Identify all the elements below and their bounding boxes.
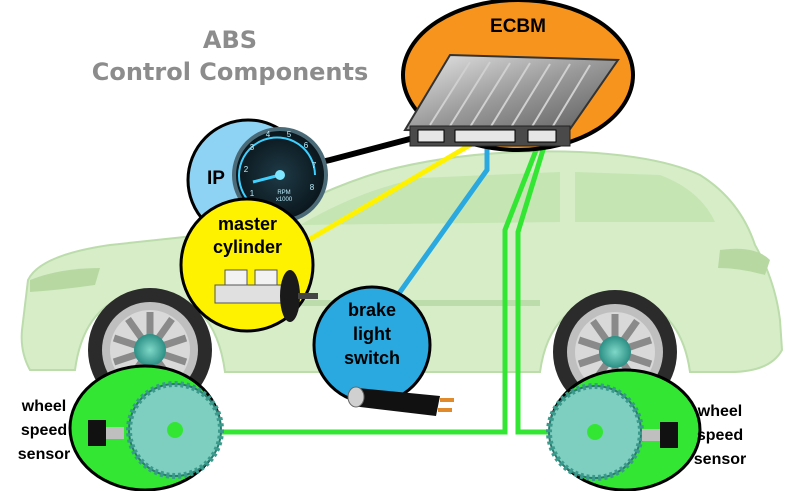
wheel-speed-sensor-left — [68, 364, 224, 491]
ip-label: IP — [207, 168, 225, 189]
title-line-2: Control Components — [91, 58, 369, 86]
wheel-speed-sensor-right-label-1: wheel — [697, 403, 743, 420]
gauge-tick: 4 — [266, 130, 271, 139]
car-windows — [300, 172, 560, 225]
gauge-ticks: 1 2 3 4 5 6 7 8 RPM x1000 — [244, 130, 317, 203]
gauge-tick: 6 — [304, 141, 309, 150]
gauge-tick: 5 — [287, 130, 292, 139]
master-cylinder-label-2: cylinder — [212, 237, 283, 257]
gauge-tick: 8 — [310, 183, 315, 192]
car-taillight — [718, 248, 770, 275]
wire-green — [210, 139, 560, 435]
gauge-tick: 2 — [244, 165, 249, 174]
master-cylinder — [179, 197, 318, 333]
wheel-speed-sensor-right-label-2: speed — [696, 427, 744, 444]
gauge-tick: 3 — [250, 143, 255, 152]
gauge-unit: RPM — [277, 190, 290, 196]
brake-light-switch-label-2: light — [353, 324, 391, 344]
wheel-speed-sensor-left-label-1: wheel — [21, 398, 67, 415]
brake-light-switch — [312, 285, 454, 416]
title-line-1: ABS — [202, 26, 258, 54]
wheel-speed-sensor-left-label-3: sensor — [17, 446, 71, 463]
car-rear-window — [575, 172, 715, 222]
gauge-tick: 7 — [312, 161, 317, 170]
wheel-speed-sensor-right-label-3: sensor — [693, 451, 747, 468]
wire-blue — [377, 140, 490, 322]
master-cylinder-label-1: master — [217, 214, 278, 234]
wheel-speed-sensor-left-label-2: speed — [20, 422, 68, 439]
wheel-speed-sensor-right — [546, 368, 702, 491]
gauge-unit: x1000 — [276, 197, 293, 203]
ecbm-module — [401, 0, 635, 152]
brake-light-switch-label-3: switch — [343, 348, 400, 368]
brake-light-switch-label-1: brake — [347, 300, 397, 320]
car-headlight — [30, 268, 100, 292]
ecbm-label: ECBM — [490, 16, 546, 37]
gauge-tick: 1 — [250, 189, 255, 198]
